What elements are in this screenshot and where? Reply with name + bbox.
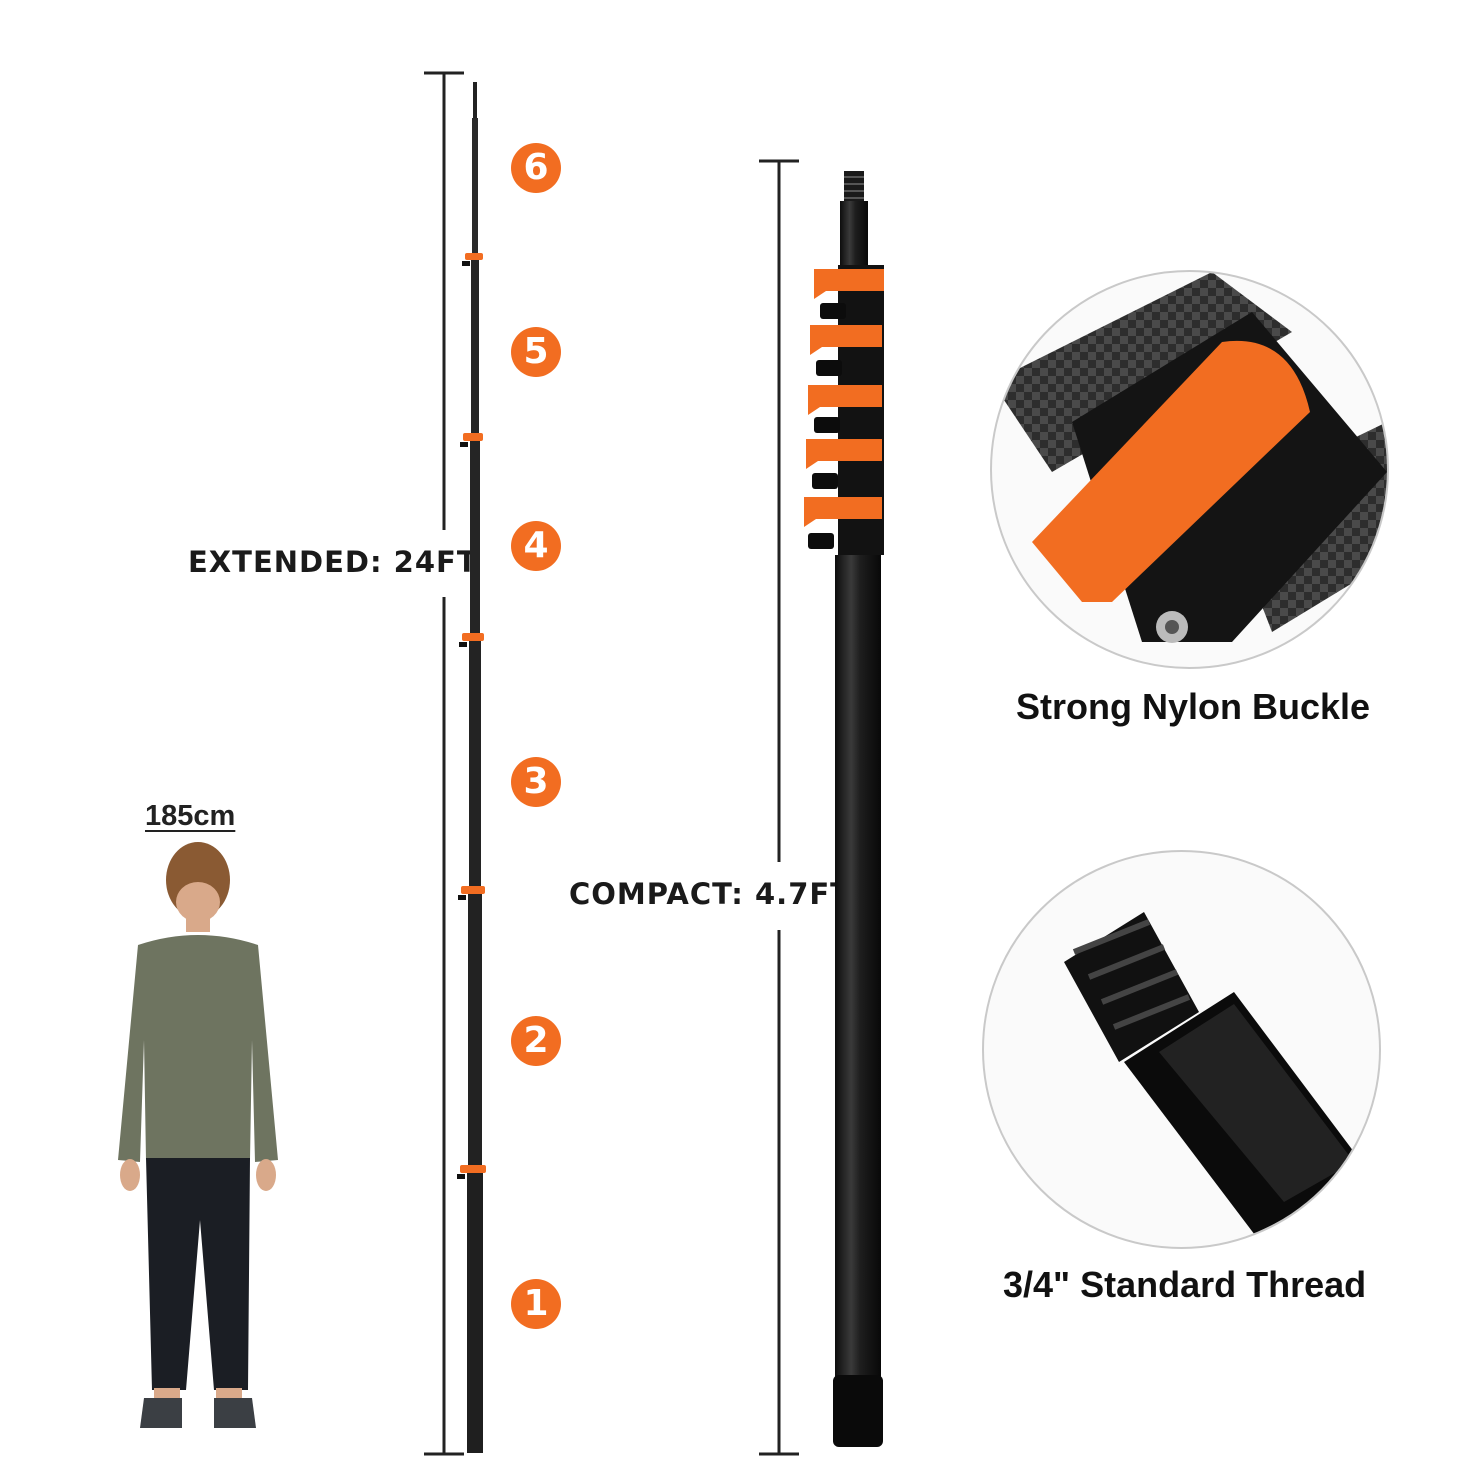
buckle-feature-label: Strong Nylon Buckle [1016,686,1371,727]
compact-pole [804,171,884,1447]
section-badge-3: 3 [511,757,561,807]
section-badge-2: 2 [511,1016,561,1066]
extended-pole [457,82,486,1453]
section-badge-5: 5 [511,327,561,377]
extended-length-label: EXTENDED: 24FT [188,545,478,579]
thread-feature-label: 3/4" Standard Thread [1003,1264,1367,1305]
thread-closeup-image [982,850,1381,1249]
section-badge-4: 4 [511,521,561,571]
person-height-label: 185cm [145,800,236,832]
section-badge-6: 6 [511,143,561,193]
person-figure [118,842,278,1428]
section-badge-1: 1 [511,1279,561,1329]
buckle-closeup-image [990,270,1389,669]
compact-length-label: COMPACT: 4.7FT [569,877,851,911]
